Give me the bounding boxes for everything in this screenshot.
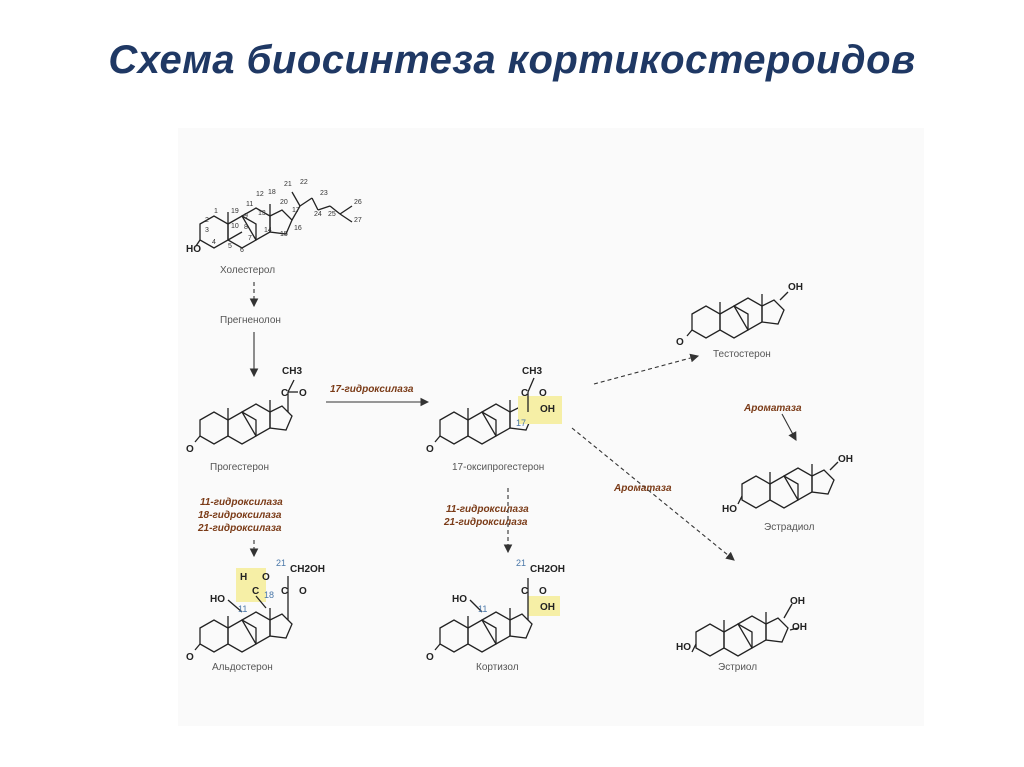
svg-text:15: 15 [280, 231, 288, 238]
estriol-label: Эстриол [718, 662, 757, 673]
estradiol-label: Эстрадиол [764, 522, 815, 533]
svg-text:23: 23 [320, 190, 328, 197]
hydroxyprogesterone-structure: CH3 C O OH 17 O [426, 366, 562, 455]
aldosterone-structure: 21 CH2OH C O H C O 18 HO 11 O [186, 558, 325, 663]
svg-text:O: O [186, 444, 194, 455]
arrow-hydroxyprogesterone-testosterone [593, 353, 700, 385]
svg-text:24: 24 [314, 211, 322, 218]
svg-text:O: O [426, 444, 434, 455]
arrow-hydroxyprogesterone-estriol [571, 427, 735, 561]
svg-text:18: 18 [268, 189, 276, 196]
svg-text:26: 26 [354, 199, 362, 206]
progesterone-structure: CH3 C O O [186, 366, 307, 455]
svg-text:8: 8 [244, 224, 248, 231]
svg-text:C: C [521, 388, 528, 399]
svg-text:OH: OH [790, 596, 805, 607]
enzyme-aromatase-2: Ароматаза [613, 483, 672, 494]
svg-text:C: C [252, 586, 259, 597]
svg-text:11: 11 [238, 604, 247, 614]
svg-text:2: 2 [205, 217, 209, 224]
svg-text:7: 7 [248, 235, 252, 242]
svg-text:5: 5 [228, 243, 232, 250]
enzyme-11-hydroxylase-middle: 11-гидроксилаза [446, 504, 529, 515]
svg-text:C: C [521, 586, 528, 597]
cortisol-label: Кортизол [476, 662, 519, 673]
svg-text:6: 6 [240, 247, 244, 254]
diagram-panel [178, 128, 924, 726]
svg-text:21: 21 [516, 558, 526, 568]
svg-text:11: 11 [478, 604, 487, 614]
svg-text:HO: HO [452, 594, 467, 605]
svg-text:HO: HO [722, 504, 737, 515]
svg-text:25: 25 [328, 211, 336, 218]
arrow-testosterone-estradiol [781, 413, 797, 441]
svg-text:HO: HO [210, 594, 225, 605]
svg-text:4: 4 [212, 239, 216, 246]
enzyme-aromatase-1: Ароматаза [743, 403, 802, 414]
svg-text:OH: OH [540, 404, 555, 415]
enzyme-21-hydroxylase-middle: 21-гидроксилаза [443, 517, 528, 528]
svg-text:OH: OH [792, 622, 807, 633]
svg-text:H: H [240, 572, 247, 583]
cortisol-structure: 21 CH2OH C O OH HO 11 O [426, 558, 565, 663]
aldosterone-label: Альдостерон [212, 662, 273, 673]
svg-text:19: 19 [231, 208, 239, 215]
testosterone-structure: OH O [676, 282, 803, 348]
svg-text:22: 22 [300, 179, 308, 186]
svg-text:18: 18 [264, 590, 274, 600]
svg-text:13: 13 [258, 210, 266, 217]
svg-text:27: 27 [354, 217, 362, 224]
hydroxyprogesterone-label: 17-оксипрогестерон [452, 462, 544, 473]
svg-text:1: 1 [214, 208, 218, 215]
enzyme-18-hydroxylase: 18-гидроксилаза [198, 510, 282, 521]
svg-text:9: 9 [244, 213, 248, 220]
svg-text:14: 14 [264, 227, 272, 234]
svg-text:HO: HO [676, 642, 691, 653]
svg-text:11: 11 [246, 201, 253, 208]
svg-text:12: 12 [256, 191, 264, 198]
enzyme-21-hydroxylase-left: 21-гидроксилаза [197, 523, 282, 534]
svg-text:10: 10 [231, 223, 239, 230]
svg-text:OH: OH [540, 602, 555, 613]
svg-text:CH2OH: CH2OH [290, 564, 325, 575]
svg-text:OH: OH [788, 282, 803, 293]
estriol-structure: OH OH HO [676, 596, 807, 657]
svg-text:CH3: CH3 [522, 366, 542, 377]
pregnenolone-label: Прегненолон [220, 315, 281, 326]
svg-text:OH: OH [838, 454, 853, 465]
svg-text:HO: HO [186, 244, 201, 255]
svg-text:CH3: CH3 [282, 366, 302, 377]
svg-text:C: C [281, 586, 288, 597]
estradiol-structure: OH HO [722, 454, 853, 515]
cholesterol-label: Холестерол [220, 265, 275, 276]
cholesterol-structure: 19 12 18 21 22 23 24 25 26 27 20 17 16 1… [186, 179, 362, 255]
enzyme-11-hydroxylase-left: 11-гидроксилаза [200, 497, 283, 508]
svg-text:O: O [676, 337, 684, 348]
svg-text:21: 21 [276, 558, 286, 568]
slide-title: Схема биосинтеза кортикостероидов [108, 38, 916, 82]
svg-text:O: O [186, 652, 194, 663]
svg-text:21: 21 [284, 181, 292, 188]
svg-text:O: O [299, 586, 307, 597]
progesterone-label: Прогестерон [210, 462, 269, 473]
svg-text:16: 16 [294, 225, 302, 232]
svg-text:C: C [281, 388, 288, 399]
svg-text:17: 17 [516, 418, 526, 428]
testosterone-label: Тестостерон [713, 349, 771, 360]
svg-text:O: O [299, 388, 307, 399]
enzyme-17-hydroxylase: 17-гидроксилаза [330, 384, 414, 395]
svg-text:20: 20 [280, 199, 288, 206]
svg-text:3: 3 [205, 227, 209, 234]
svg-text:17: 17 [292, 207, 300, 214]
svg-text:O: O [539, 586, 547, 597]
svg-text:O: O [262, 572, 270, 583]
svg-text:CH2OH: CH2OH [530, 564, 565, 575]
svg-text:O: O [426, 652, 434, 663]
svg-text:O: O [539, 388, 547, 399]
